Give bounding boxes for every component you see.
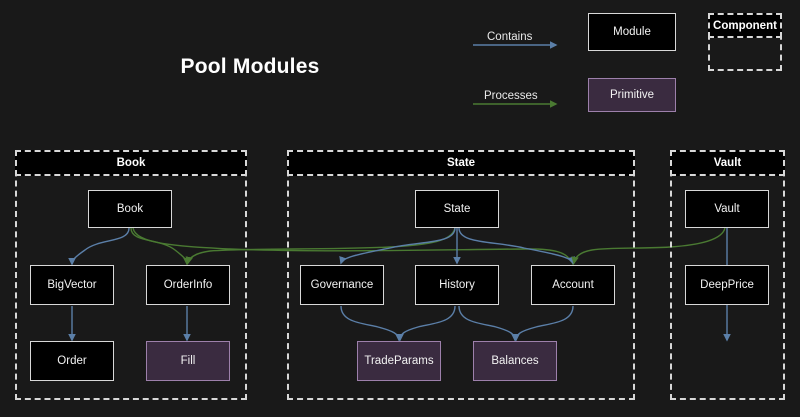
node-book[interactable]: Book xyxy=(88,190,172,228)
legend-processes-label: Processes xyxy=(484,90,538,102)
node-bigvector[interactable]: BigVector xyxy=(30,265,114,305)
node-balances[interactable]: Balances xyxy=(473,341,557,381)
node-deepprice[interactable]: DeepPrice xyxy=(685,265,769,305)
legend-component-label: Component xyxy=(708,13,782,38)
legend-contains-label: Contains xyxy=(487,31,533,43)
legend-primitive-box: Primitive xyxy=(588,78,676,112)
node-vault[interactable]: Vault xyxy=(685,190,769,228)
component-book-label: Book xyxy=(15,150,247,176)
node-governance[interactable]: Governance xyxy=(300,265,384,305)
node-order[interactable]: Order xyxy=(30,341,114,381)
node-account[interactable]: Account xyxy=(531,265,615,305)
component-vault-label: Vault xyxy=(670,150,785,176)
node-orderinfo[interactable]: OrderInfo xyxy=(146,265,230,305)
node-tradeparams[interactable]: TradeParams xyxy=(357,341,441,381)
legend-module-box: Module xyxy=(588,13,676,51)
page-title: Pool Modules xyxy=(180,55,320,78)
node-history[interactable]: History xyxy=(415,265,499,305)
component-state-label: State xyxy=(287,150,635,176)
node-fill[interactable]: Fill xyxy=(146,341,230,381)
node-state[interactable]: State xyxy=(415,190,499,228)
